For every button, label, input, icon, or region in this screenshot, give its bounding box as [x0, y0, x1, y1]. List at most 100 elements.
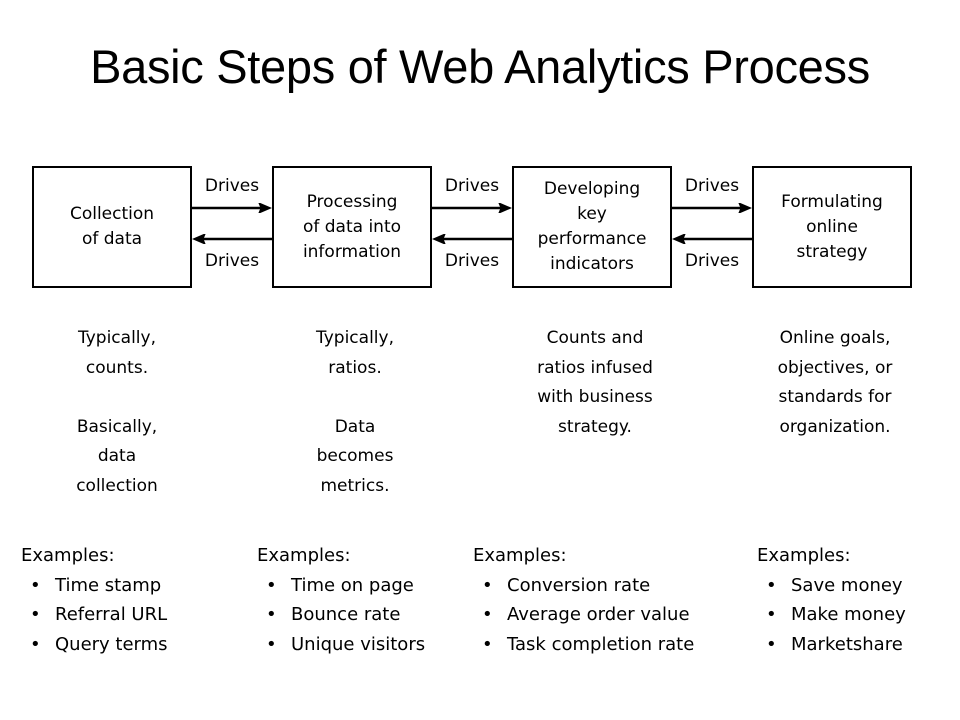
description-line: strategy. — [558, 416, 632, 437]
stage-box-label: Developing key performance indicators — [532, 177, 653, 277]
examples-heading: Examples: — [21, 545, 115, 566]
bullet-icon: • — [30, 574, 41, 596]
arrow-backward-icon — [672, 234, 752, 244]
connector-collection-to-processing: Drives Drives — [192, 166, 272, 288]
examples-heading: Examples: — [257, 545, 351, 566]
list-item: •Make money — [757, 600, 957, 630]
arrow-label-backward: Drives — [444, 251, 500, 271]
stage-box-collection-of-data[interactable]: Collection of data — [32, 166, 192, 288]
arrow-forward-icon — [192, 203, 272, 213]
arrow-label-backward: Drives — [204, 251, 260, 271]
stage-box-label-line: indicators — [550, 254, 634, 274]
description-paragraph: Basically, data collection — [22, 413, 212, 502]
stage-box-label-line: performance — [537, 229, 647, 249]
description-line: with business — [537, 387, 653, 407]
bullet-icon: • — [266, 574, 277, 596]
list-item: • Unique visitors — [257, 630, 472, 660]
description-line: Basically, — [76, 416, 158, 437]
description-line: objectives, or — [777, 357, 893, 378]
description-line: Typically, — [316, 328, 394, 348]
list-item: • Save money — [757, 571, 957, 601]
list-item: • Marketshare — [757, 630, 957, 660]
stage-box-label: Formulating online strategy — [775, 190, 889, 265]
list-item-label: Task completion rate — [507, 633, 695, 655]
stage-box-label-line: information — [302, 241, 402, 262]
examples-column-processing: Examples:•Time on page•Bounce rate•Uniqu… — [257, 541, 472, 659]
list-item-label: Conversion rate — [507, 574, 651, 596]
examples-column-collection: Examples: • Time stamp • Referral URL • Query … — [21, 541, 251, 659]
stage-box-label-line: key — [577, 204, 607, 224]
list-item-label: Query terms — [55, 633, 168, 655]
list-item: • Conversion rate — [473, 571, 753, 601]
stage-box-processing-of-data-into-information[interactable]: Processing of data into information — [272, 166, 432, 288]
examples-list: • Conversion rate •Average order value • Tas… — [473, 571, 753, 660]
stage-box-label-line: of data into — [302, 216, 402, 237]
stage-box-label: Processing of data into information — [297, 190, 407, 265]
description-line: Data — [334, 416, 376, 437]
process-flow-diagram: Collection of data Drives Drives Processi… — [0, 166, 960, 290]
bullet-icon: • — [266, 604, 277, 625]
stage-box-label-line: Formulating — [781, 191, 883, 212]
arrow-label-forward: Drives — [444, 176, 500, 196]
examples-column-strategy: Examples: • Save money •Make money • Marketsh… — [757, 541, 957, 659]
arrow-backward-icon — [192, 234, 272, 244]
examples-list: • Time stamp • Referral URL • Query terms — [21, 571, 251, 660]
list-item: •Time on page — [257, 571, 472, 601]
description-line: ratios. — [328, 357, 382, 378]
stage-box-label: Collection of data — [64, 202, 160, 252]
description-line: Online goals, — [779, 328, 891, 348]
description-column-kpi: Counts and ratios infused with business str… — [500, 324, 690, 442]
description-line: ratios infused — [537, 357, 653, 378]
description-line: Typically, — [78, 328, 156, 348]
bullet-icon: • — [482, 574, 493, 596]
connector-processing-to-kpi: Drives Drives — [432, 166, 512, 288]
description-line: becomes — [316, 446, 394, 466]
list-item-label: Time stamp — [55, 574, 162, 596]
description-line: collection — [76, 475, 158, 496]
description-line: data — [97, 446, 137, 466]
list-item: •Average order value — [473, 600, 753, 630]
arrow-label-forward: Drives — [204, 176, 260, 196]
list-item-label: Make money — [791, 604, 906, 625]
stage-box-label-line: online — [806, 216, 858, 237]
list-item: • Referral URL — [21, 600, 251, 630]
examples-list: • Save money •Make money • Marketshare — [757, 571, 957, 660]
bullet-icon: • — [30, 633, 41, 655]
list-item-label: Marketshare — [791, 633, 903, 655]
arrow-forward-icon — [432, 203, 512, 213]
bullet-icon: • — [266, 633, 277, 655]
bullet-icon: • — [482, 633, 493, 655]
description-line: Counts and — [546, 328, 644, 348]
bullet-icon: • — [30, 604, 41, 625]
connector-kpi-to-strategy: Drives Drives — [672, 166, 752, 288]
arrow-label-backward: Drives — [684, 251, 740, 271]
description-line: counts. — [85, 357, 149, 378]
list-item-label: Bounce rate — [291, 604, 401, 625]
stage-box-label-line: of data — [81, 229, 143, 249]
list-item: • Task completion rate — [473, 630, 753, 660]
stage-box-label-line: Developing — [543, 179, 641, 199]
stage-box-label-line: strategy — [796, 241, 868, 262]
stage-box-label-line: Collection — [69, 204, 155, 224]
arrow-label-forward: Drives — [684, 176, 740, 196]
page-title: Basic Steps of Web Analytics Process — [90, 40, 870, 93]
examples-heading: Examples: — [757, 545, 851, 566]
list-item-label: Save money — [791, 574, 903, 596]
examples-list: •Time on page•Bounce rate•Unique visitor… — [257, 571, 472, 660]
description-paragraph: Counts and ratios infused with business str… — [500, 324, 690, 442]
stage-box-label-line: Processing — [306, 191, 398, 212]
bullet-icon: • — [766, 633, 777, 655]
stage-box-developing-key-performance-indicators[interactable]: Developing key performance indicators — [512, 166, 672, 288]
list-item-label: Average order value — [507, 604, 690, 625]
list-item-label: Referral URL — [55, 604, 168, 625]
description-paragraph: Typically, ratios. — [260, 324, 450, 383]
list-item-label: Unique visitors — [291, 633, 426, 655]
stage-box-formulating-online-strategy[interactable]: Formulating online strategy — [752, 166, 912, 288]
bullet-icon: • — [766, 574, 777, 596]
examples-column-kpi: Examples:•Conversion rate•Average order … — [473, 541, 753, 659]
description-paragraph: Typically, counts. — [22, 324, 212, 383]
